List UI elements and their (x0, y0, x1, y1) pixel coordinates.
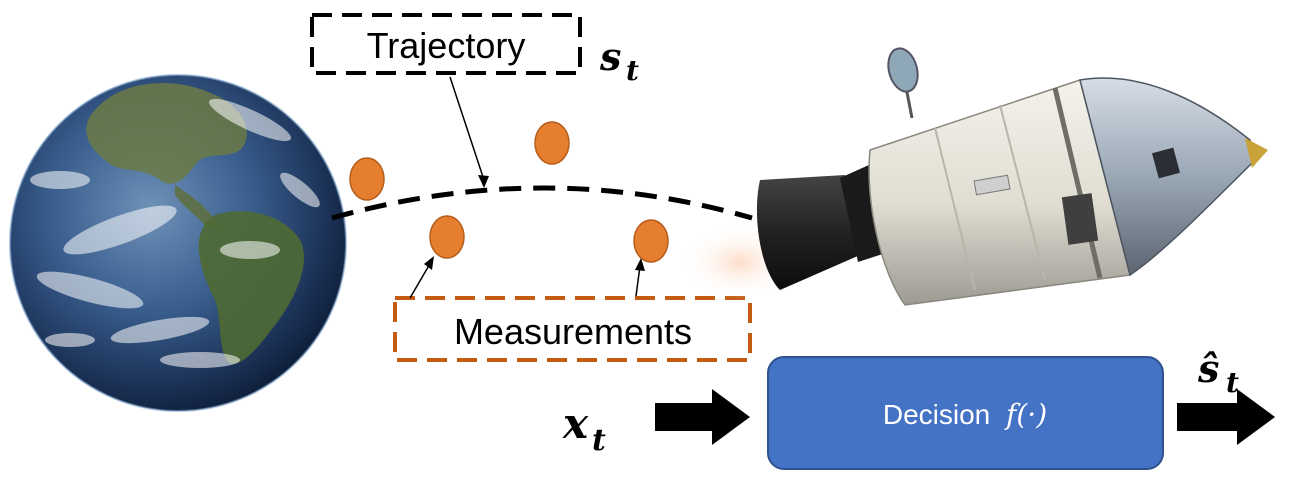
trajectory-label-box (310, 13, 582, 75)
estimate-symbol: ŝ t (1197, 346, 1239, 399)
input-symbol: x t (562, 399, 606, 458)
svg-text:s: s (599, 34, 621, 79)
measurement-point (349, 157, 385, 201)
svg-text:t: t (1226, 366, 1239, 399)
svg-text:t: t (592, 423, 606, 458)
measurements-label: Measurements (454, 311, 692, 352)
svg-text:ŝ: ŝ (1197, 346, 1219, 391)
measurement-pointer (635, 265, 641, 297)
spacecraft-icon (680, 47, 1268, 306)
svg-text:t: t (626, 54, 639, 87)
output-arrow (1177, 389, 1275, 445)
svg-text:x: x (562, 399, 589, 448)
earth-globe-icon (9, 74, 347, 412)
measurement-point (633, 219, 669, 263)
trajectory-label: Trajectory (367, 25, 526, 66)
measurement-point (534, 121, 570, 165)
decision-label: Decision f(·) (883, 398, 1047, 431)
input-arrow (655, 389, 750, 445)
measurement-point (429, 215, 465, 259)
decision-box (767, 356, 1164, 470)
trajectory-pointer (449, 76, 485, 181)
measurement-points (349, 121, 669, 263)
measurement-pointer (409, 261, 432, 299)
trajectory-curve (331, 185, 753, 221)
decision-word: Decision (883, 399, 990, 430)
decision-function: f(·) (1004, 398, 1047, 431)
state-symbol: s t (599, 34, 639, 87)
